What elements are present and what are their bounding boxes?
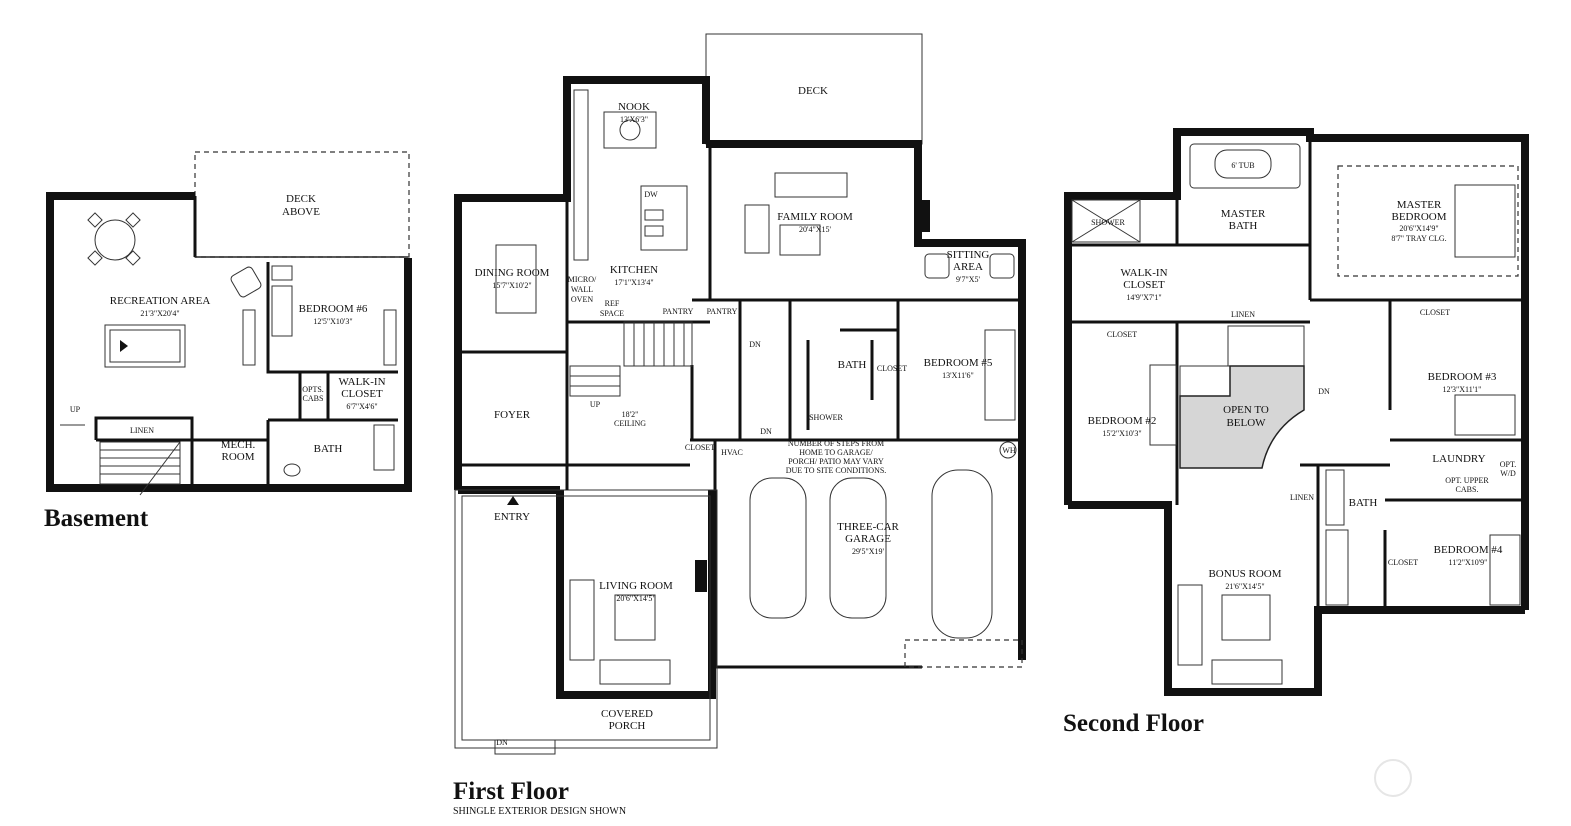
first-up-label: UP bbox=[590, 400, 601, 409]
living-room-wall bbox=[556, 490, 716, 699]
basement-linen-label: LINEN bbox=[130, 426, 154, 435]
second-shower-label: SHOWER bbox=[1091, 218, 1125, 227]
pool-table bbox=[104, 324, 186, 368]
wh-label: WH bbox=[1002, 446, 1016, 455]
first-dn-label: DN bbox=[749, 340, 761, 349]
dw-label: DW bbox=[644, 190, 658, 199]
basement-outer-wall bbox=[46, 192, 412, 492]
first-bath-label: BATH bbox=[838, 359, 867, 371]
tub-label: 6' TUB bbox=[1231, 161, 1254, 170]
mech-room-label: MECH.ROOM bbox=[221, 439, 256, 463]
first-closet-label: CLOSET bbox=[877, 364, 907, 373]
second-closet-b-label: CLOSET bbox=[1420, 308, 1450, 317]
second-bath-label: BATH bbox=[1349, 497, 1378, 509]
first-floor-title: First Floor bbox=[453, 778, 569, 805]
first-shower-label: SHOWER bbox=[809, 413, 843, 422]
first-dn2-label: DN bbox=[760, 427, 772, 436]
basement-plan bbox=[46, 151, 412, 496]
second-outer-wall-top bbox=[1064, 128, 1529, 610]
first-outer-wall-right bbox=[706, 140, 1026, 660]
second-floor-plan bbox=[1064, 128, 1529, 696]
second-dn-label: DN bbox=[1318, 387, 1330, 396]
tray-ceiling-outline bbox=[1337, 165, 1519, 277]
watermark-circle-icon bbox=[1374, 759, 1412, 797]
second-closet-c-label: CLOSET bbox=[1388, 558, 1418, 567]
first-deck-label: DECK bbox=[798, 85, 828, 97]
laundry-label: LAUNDRY bbox=[1432, 453, 1485, 465]
first-closet2-label: CLOSET bbox=[685, 443, 715, 452]
basement-up-label: UP bbox=[70, 405, 81, 414]
hvac-label: HVAC bbox=[721, 448, 743, 457]
opt-wd-label: OPT.W/D bbox=[1500, 460, 1517, 478]
foyer-label: FOYER bbox=[494, 409, 531, 421]
entry-label: ENTRY bbox=[494, 511, 530, 523]
kitchen-island bbox=[640, 185, 688, 251]
tub bbox=[1214, 149, 1272, 179]
first-dn3-label: DN bbox=[496, 738, 508, 747]
first-outer-wall-left bbox=[454, 76, 710, 490]
second-outer-wall-bottom bbox=[1068, 501, 1525, 696]
second-closet-a-label: CLOSET bbox=[1107, 330, 1137, 339]
open-to-below-area bbox=[1179, 365, 1305, 469]
pantry2-label: PANTRY bbox=[707, 307, 738, 316]
pantry-label: PANTRY bbox=[663, 307, 694, 316]
basement-bath-label: BATH bbox=[314, 443, 343, 455]
basement-title: Basement bbox=[44, 505, 149, 532]
garage-cars bbox=[749, 469, 993, 639]
ceiling-label: 18'2"CEILING bbox=[614, 410, 646, 428]
basement-opts-label: OPTS.CABS bbox=[302, 385, 324, 403]
covered-porch-outline bbox=[454, 489, 718, 749]
first-floor-subtitle: SHINGLE EXTERIOR DESIGN SHOWN bbox=[453, 806, 627, 817]
first-floor-plan bbox=[454, 33, 1026, 755]
second-linen2-label: LINEN bbox=[1290, 493, 1314, 502]
second-linen-label: LINEN bbox=[1231, 310, 1255, 319]
second-floor-title: Second Floor bbox=[1063, 710, 1204, 737]
